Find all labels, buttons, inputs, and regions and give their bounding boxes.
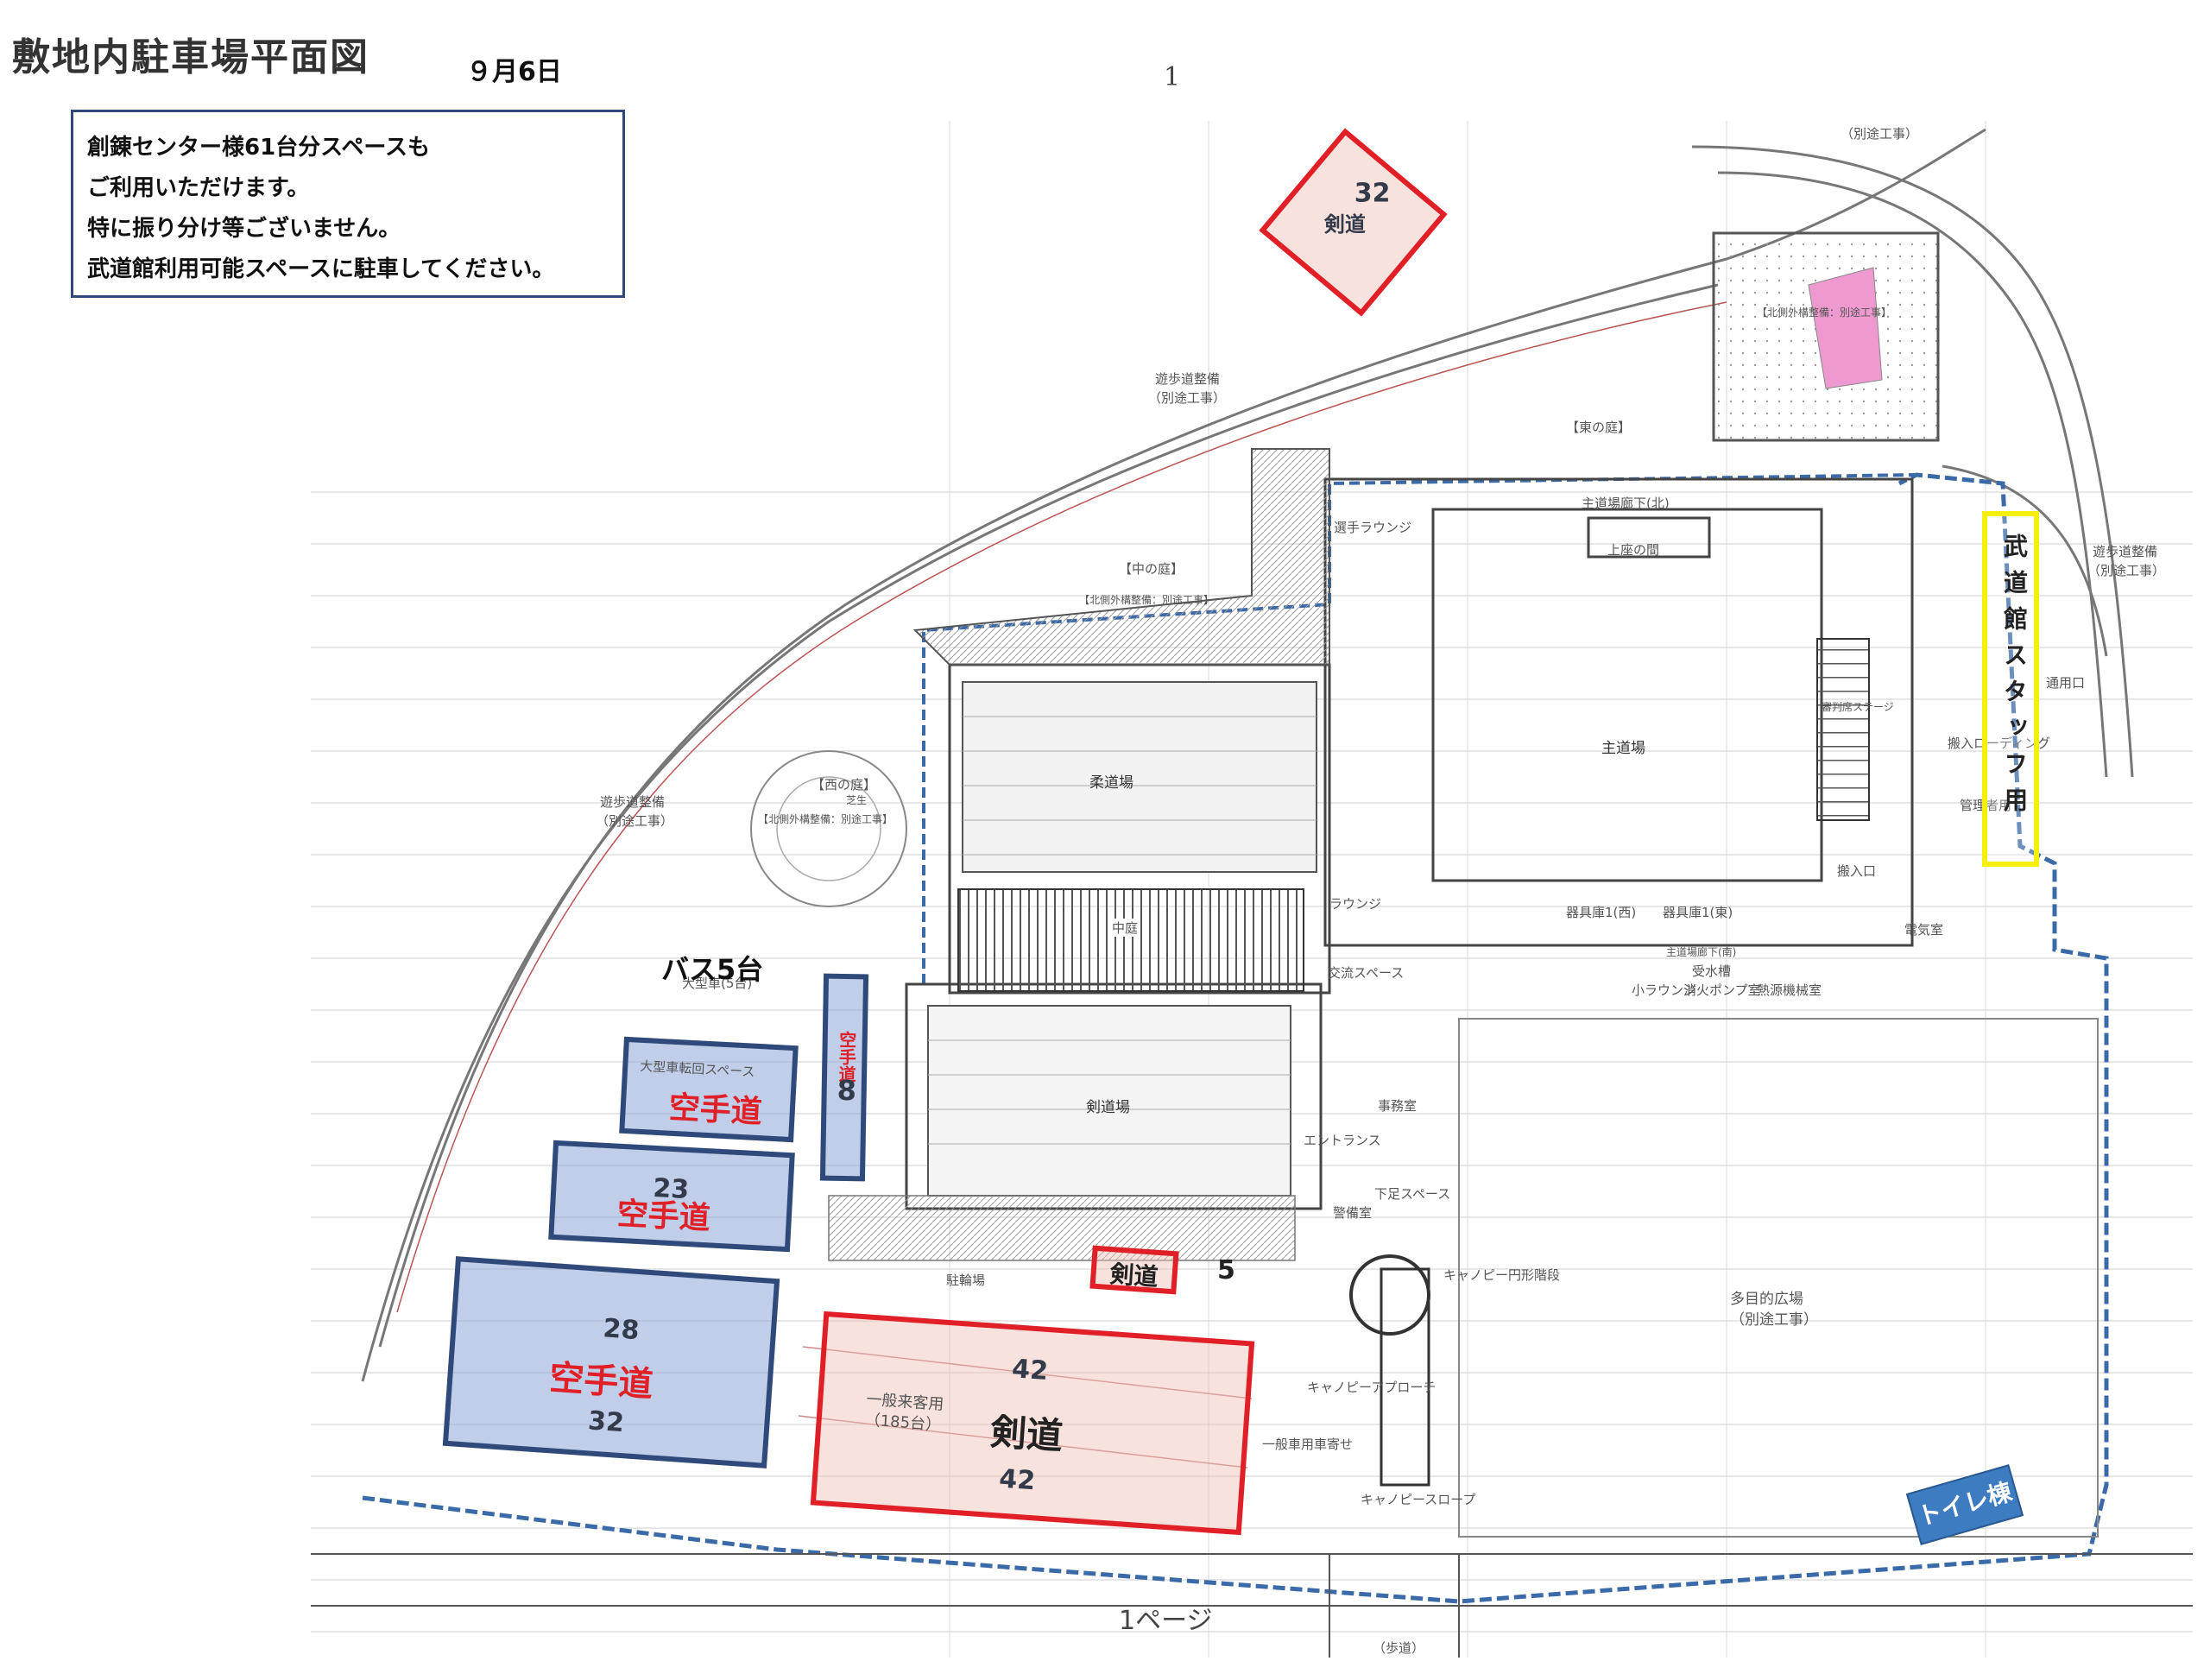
- parking-zone-karate-mid: 23 空手道: [548, 1140, 795, 1253]
- zone-label: 剣道: [1108, 1260, 1159, 1292]
- plan-label-bike: 駐輪場: [946, 1273, 986, 1288]
- plan-label-kamiza: 上座の間: [1607, 542, 1660, 558]
- plan-label-entrance: エントランス: [1304, 1133, 1381, 1148]
- zone-sublabel: （185台）: [864, 1411, 942, 1435]
- plan-label-lawn: 芝生: [846, 794, 868, 806]
- plan-label-plaza: 多目的広場: [1730, 1291, 1803, 1308]
- walkway-lines: [361, 128, 2134, 1382]
- plan-label-walkway-n: 遊歩道整備: [1155, 371, 1221, 387]
- plan-label-lounge: ラウンジ: [1329, 896, 1382, 912]
- plan-label-courtyard: 中庭: [1112, 919, 1139, 937]
- zone-label: 空手道: [616, 1196, 711, 1237]
- bus-label: バス5台: [661, 953, 764, 986]
- plan-label-middle-garden: 【中の庭】: [1119, 561, 1184, 577]
- notice-box: 創錬センター様61台分スペースも ご利用いただけます。 特に振り分け等ございませ…: [71, 110, 625, 298]
- plan-label-sidewalk: （歩道）: [1373, 1640, 1425, 1656]
- plan-label-bekko: （別途工事）: [1841, 126, 1919, 142]
- notice-line: 創錬センター様61台分スペースも: [87, 135, 431, 161]
- zone-count-bottom: 32: [586, 1405, 626, 1439]
- parking-zone-kendo-large: 一般来客用 （185台） 42 剣道 42: [810, 1311, 1255, 1536]
- plan-label-fire-pump: 消火ポンプ室: [1683, 982, 1761, 998]
- page-number: 1: [1164, 62, 1181, 92]
- zone-label: 剣道: [1323, 212, 1366, 237]
- plan-label-staff-gate: 通用口: [2046, 675, 2086, 691]
- plan-label-middle-outer: 【北側外構整備：別途工事】: [1079, 594, 1215, 606]
- zone-sublabel: 大型車転回スペース: [639, 1058, 755, 1080]
- notice-line: ご利用いただけます。: [87, 175, 310, 201]
- zone-label: 空手道: [547, 1358, 654, 1405]
- plan-label-walkway-w-sub: （別途工事）: [596, 813, 674, 829]
- page-title: 敷地内駐車場平面図: [12, 35, 369, 79]
- plan-label-exchange: 交流スペース: [1328, 965, 1405, 981]
- plan-label-kendo-dojo: 剣道場: [1086, 1099, 1130, 1116]
- plan-label-loading: 搬入ローディング: [1948, 736, 2050, 751]
- zone-count-bottom: 42: [998, 1463, 1037, 1497]
- parking-zone-kendo-small: 剣道: [1089, 1245, 1179, 1295]
- page-date: ９月6日: [466, 57, 562, 87]
- plan-label-main-dojo: 主道場: [1601, 740, 1645, 757]
- parking-zone-staff: 武道館スタッフ用: [1982, 511, 2039, 867]
- notice-line: 特に振り分け等ございません。: [87, 216, 401, 242]
- zone-count-top: 28: [602, 1313, 641, 1347]
- plan-label-shoes: 下足スペース: [1374, 1186, 1451, 1202]
- plan-label-office: 事務室: [1378, 1098, 1418, 1114]
- zone-count: 32: [1354, 178, 1391, 209]
- plan-label-north-outer: 【北側外構整備：別途工事】: [1757, 306, 1892, 319]
- plan-label-security: 警備室: [1333, 1205, 1373, 1221]
- plan-label-small-lounge: 小ラウンジ: [1632, 982, 1697, 998]
- plan-label-west-garden: 【西の庭】: [811, 777, 877, 793]
- plan-label-heat-source: 熱源機械室: [1757, 982, 1822, 998]
- plan-label-referee-stage: 審判席ステージ: [1822, 701, 1894, 713]
- plan-label-plaza-sub: （別途工事）: [1730, 1311, 1818, 1329]
- zone-label: 空手道: [667, 1089, 763, 1131]
- plan-label-walkway-n-sub: （別途工事）: [1148, 390, 1227, 406]
- zone-label: 剣道: [988, 1410, 1064, 1458]
- plan-label-athlete-lounge: 選手ラウンジ: [1334, 520, 1412, 535]
- plan-label-corridor-n: 主道場廊下(北): [1582, 496, 1670, 511]
- plan-label-judo: 柔道場: [1089, 774, 1133, 792]
- plan-label-east-garden: 【東の庭】: [1566, 420, 1632, 435]
- plan-label-canopy-stair: キャノピー円形階段: [1443, 1267, 1561, 1283]
- parking-zone-karate-small: 大型車転回スペース 空手道: [619, 1036, 799, 1143]
- zone-count-top: 42: [1011, 1354, 1050, 1387]
- plan-label-walkway-e: 遊歩道整備: [2093, 544, 2158, 559]
- zone-label: 武道館スタッフ用: [2000, 534, 2029, 824]
- notice-line: 武道館利用可能スペースに駐車してください。: [87, 256, 555, 282]
- parking-zone-karate-vertical: 空手道 8: [819, 973, 869, 1182]
- plan-label-dropoff: 一般車用車寄せ: [1262, 1437, 1354, 1452]
- parking-count-5: 5: [1217, 1255, 1235, 1285]
- plan-label-carry-in: 搬入口: [1837, 863, 1877, 879]
- plan-label-canopy-approach: キャノピーアプローチ: [1307, 1380, 1436, 1395]
- plan-label-electric: 電気室: [1904, 922, 1944, 938]
- plan-label-water-tank: 受水槽: [1692, 963, 1732, 979]
- zone-count: 8: [837, 1073, 857, 1108]
- parking-zone-karate-large: 28 空手道 32: [442, 1256, 780, 1468]
- plan-label-large-bus: 大型車(5台): [682, 976, 753, 991]
- plan-label-corridor-s: 主道場廊下(南): [1666, 946, 1737, 958]
- plan-label-west-outer: 【北側外構整備：別途工事】: [758, 813, 893, 825]
- plan-label-equip-w: 器具庫1(西): [1566, 905, 1637, 920]
- site-boundary: [362, 472, 2109, 1604]
- plan-label-equip-e: 器具庫1(東): [1663, 905, 1733, 920]
- plan-label-walkway-e-sub: （別途工事）: [2087, 563, 2166, 578]
- plan-label-walkway-w: 遊歩道整備: [600, 794, 666, 810]
- plan-label-one-page: 1ページ: [1119, 1606, 1213, 1636]
- plan-label-canopy-slope: キャノピースロープ: [1361, 1492, 1476, 1507]
